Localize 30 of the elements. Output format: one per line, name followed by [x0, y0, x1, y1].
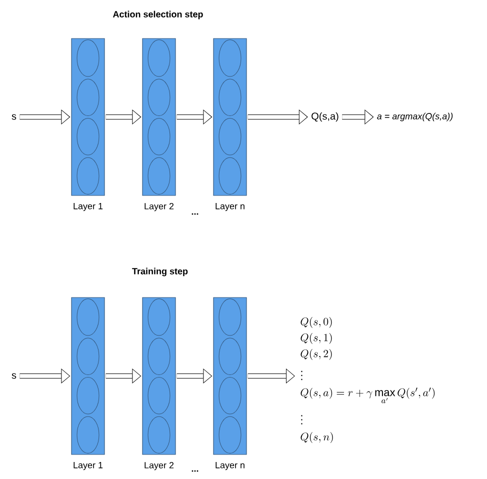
ellipsis: ... [192, 470, 198, 472]
block-arrow [106, 368, 142, 384]
variable-text: Q(s,a) [312, 112, 338, 122]
formula-text: a = argmax(Q(s,a)) [377, 112, 453, 122]
block-arrow [342, 110, 374, 124]
layer-box: Layer 2 [142, 297, 176, 470]
node-label: Layer 2 [144, 462, 174, 470]
block-arrow [248, 368, 295, 384]
block-arrow [106, 110, 142, 124]
ellipsis: ... [192, 213, 198, 215]
layer-box: Layer 1 [71, 297, 105, 470]
q-value-list: $Q(s,0)$ $Q(s,1)$ $Q(s,2)$ $\vdots$ $Q(s,a) = r + \gamma \max\limits_{a'} Q(s',a')$ $\vdots$ $Q(s,n)$ [300, 316, 435, 444]
block-arrow [20, 368, 70, 384]
node-label: Layer n [216, 203, 244, 212]
node-label: Layer 2 [144, 203, 174, 212]
block-arrow [248, 110, 308, 124]
section-title: Action selection step [112, 10, 203, 20]
block-arrow [20, 110, 70, 124]
layer-box: Layer n [213, 38, 247, 212]
variable-text: s [12, 373, 16, 379]
node-label: Layer 1 [74, 462, 103, 470]
layer-box: Layer 2 [142, 38, 176, 212]
variable-text: s [12, 114, 16, 120]
block-arrow [176, 368, 212, 384]
block-arrow [176, 110, 212, 124]
section-title: Training step [132, 268, 188, 276]
node-label: Layer n [216, 462, 244, 470]
layer-box: Layer 1 [71, 38, 105, 212]
layer-box: Layer n [213, 297, 247, 470]
node-label: Layer 1 [74, 203, 103, 212]
